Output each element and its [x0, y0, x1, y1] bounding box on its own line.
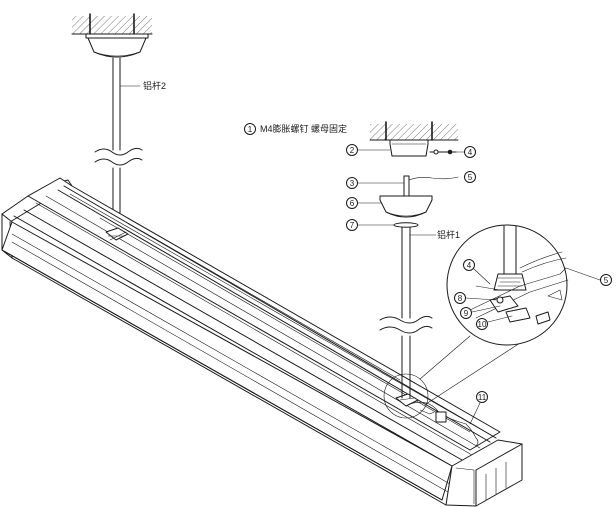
right-ceiling-mount [369, 121, 459, 157]
left-ceiling-hatch [72, 16, 152, 34]
note-callout: 1 M4膨胀螺钉 螺母固定 [244, 123, 347, 135]
note-text: M4膨胀螺钉 螺母固定 [260, 123, 347, 134]
right-rod-assembly [379, 175, 459, 399]
callout-9: 9 [464, 309, 469, 318]
rod2-label: 铝杆2 [143, 80, 166, 91]
callout-4-detail: 4 [467, 261, 472, 270]
callout-10: 10 [478, 320, 487, 329]
callout-5: 5 [468, 173, 473, 182]
callout-8: 8 [458, 294, 463, 303]
left-canopy [87, 37, 147, 58]
detail-view [383, 224, 569, 419]
right-canopy [379, 195, 433, 218]
callout-5-detail: 5 [604, 276, 609, 285]
callout-4: 4 [468, 148, 473, 157]
callout-11: 11 [478, 393, 487, 402]
mounting-plate [389, 139, 429, 157]
callout-3: 3 [350, 179, 355, 188]
fixture-body [1, 177, 523, 507]
callout-2: 2 [350, 146, 355, 155]
callout-7: 7 [350, 221, 355, 230]
left-rod [94, 57, 143, 231]
svg-text:1: 1 [248, 125, 253, 134]
rod1-label: 铝杆1 [437, 229, 460, 240]
left-ceiling-mount [71, 13, 153, 58]
callout-6: 6 [350, 199, 355, 208]
